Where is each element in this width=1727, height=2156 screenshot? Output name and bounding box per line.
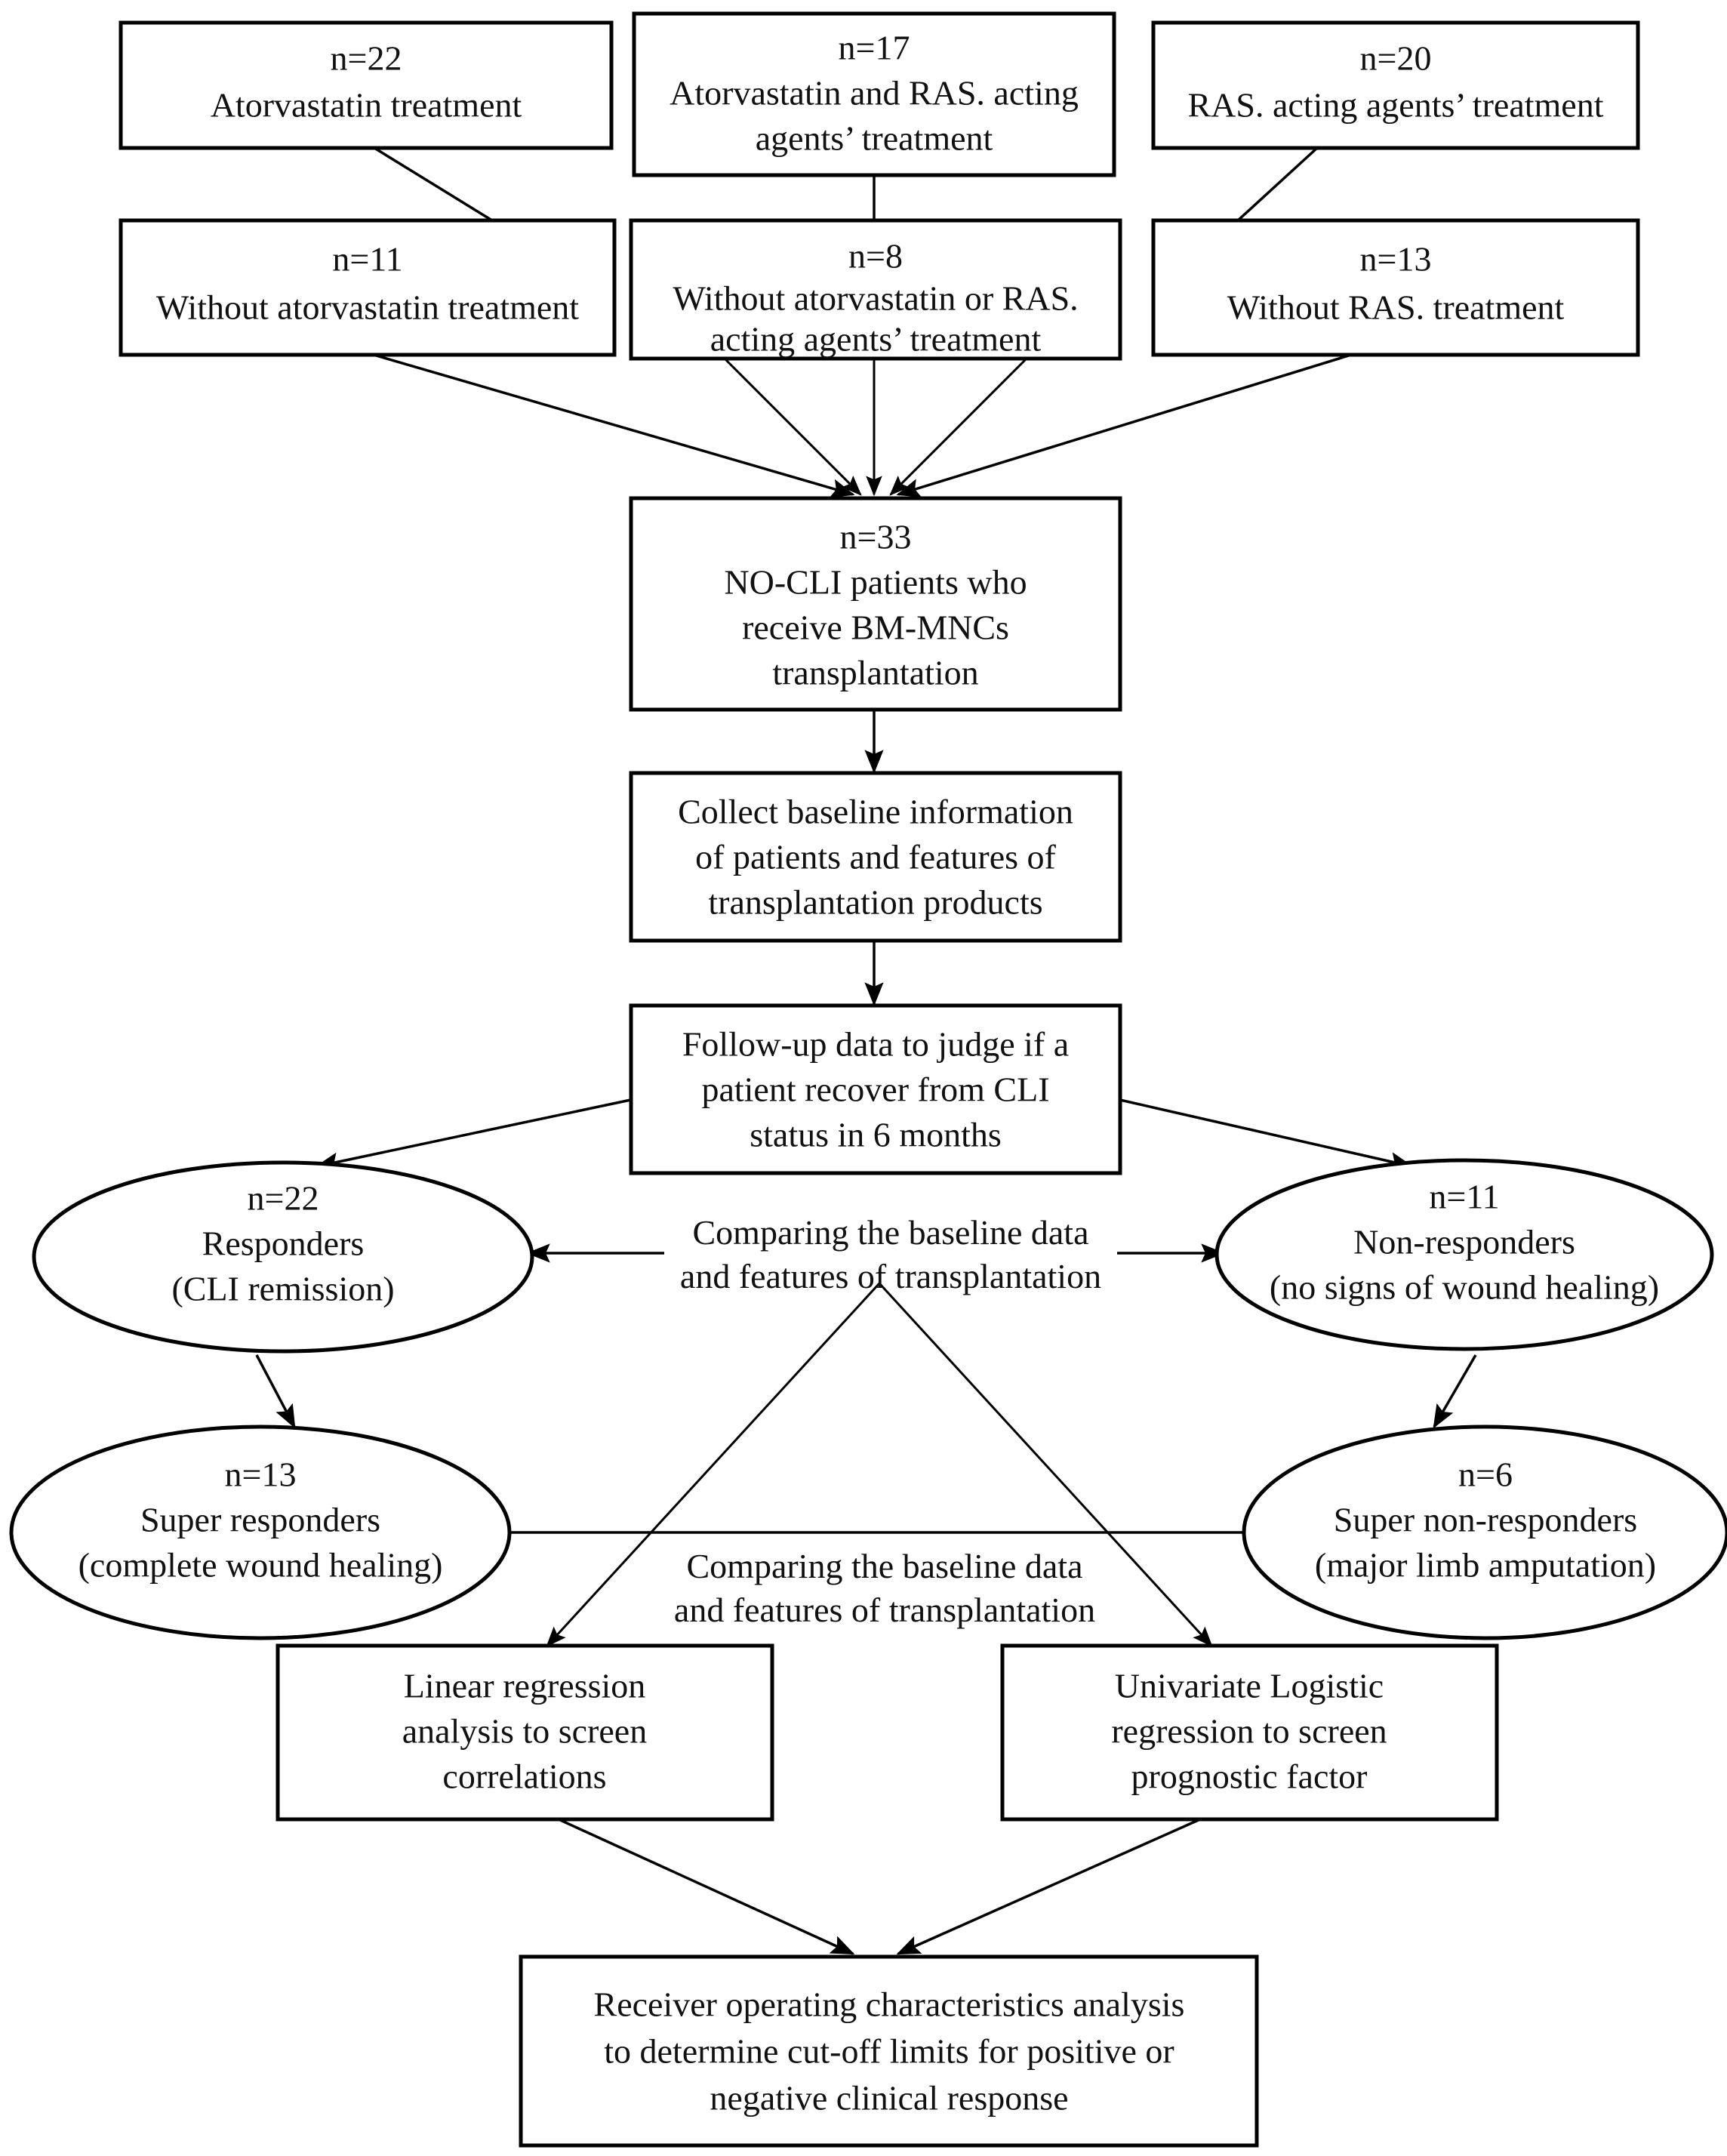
node-line: (major limb amputation)	[1315, 1546, 1656, 1585]
node-line: n=33	[840, 518, 912, 556]
node-shape	[632, 11, 1116, 177]
node-line: n=6	[1458, 1455, 1513, 1494]
node-line: Super responders	[140, 1501, 380, 1539]
node-line: Collect baseline information	[678, 793, 1073, 831]
node-line: to determine cut-off limits for positive…	[604, 2032, 1174, 2071]
node-line: Linear regression	[404, 1667, 646, 1705]
node-line: n=13	[1360, 240, 1432, 279]
node-line: n=11	[1429, 1178, 1499, 1216]
node-ras-treatment[interactable]: n=20 RAS. acting agents’ treatment	[1151, 20, 1640, 150]
node-line: transplantation products	[708, 883, 1042, 922]
node-shape	[629, 771, 1122, 943]
edge-nonresponders-to-super-nonresponders	[1433, 1354, 1477, 1429]
edge-without-both-left-to-nocli	[723, 357, 862, 496]
edge-responders-to-super-responders	[255, 1354, 296, 1429]
node-line: status in 6 months	[750, 1116, 1002, 1154]
node-line: Follow-up data to judge if a	[682, 1025, 1069, 1064]
node-line: (CLI remission)	[171, 1270, 394, 1308]
edge-without-atorvastatin-to-nocli	[373, 353, 855, 498]
edge-logistic-regression-to-roc	[896, 1818, 1201, 1955]
node-line: n=13	[225, 1455, 297, 1494]
edge-followup-to-responders	[315, 1097, 639, 1172]
edge-hub-to-logistic-regression	[878, 1282, 1213, 1647]
node-shape	[629, 1003, 1122, 1175]
node-non-responders[interactable]: n=11 Non-responders (no signs of wound h…	[1214, 1158, 1714, 1351]
node-line: Atorvastatin treatment	[211, 86, 522, 125]
node-shape	[9, 1424, 512, 1640]
label-backdrop	[664, 1209, 1117, 1256]
node-line: Univariate Logistic	[1115, 1667, 1384, 1705]
edge-label-comparing-bottom: Comparing the baseline data and features…	[674, 1547, 1095, 1629]
node-line: agents’ treatment	[756, 119, 993, 158]
node-line: Receiver operating characteristics analy…	[594, 1985, 1185, 2024]
node-shape	[119, 20, 614, 150]
node-line: n=22	[248, 1179, 319, 1218]
node-line: receive BM-MNCs	[742, 608, 1009, 647]
edge-linear-regression-to-roc	[558, 1818, 855, 1955]
node-line: n=22	[331, 39, 402, 78]
edge-ras-to-without-ras	[1236, 146, 1319, 222]
node-line: Without atorvastatin or RAS.	[673, 279, 1078, 318]
node-no-cli-patients[interactable]: n=33 NO-CLI patients who receive BM-MNCs…	[629, 496, 1122, 712]
edge-label-comparing-top: Comparing the baseline data and features…	[664, 1209, 1117, 1295]
node-line: acting agents’ treatment	[710, 320, 1042, 359]
node-line: Without RAS. treatment	[1227, 288, 1565, 327]
node-shape	[519, 1954, 1259, 2148]
edge-without-both-right-to-nocli	[889, 357, 1028, 496]
node-logistic-regression[interactable]: Univariate Logistic regression to screen…	[1000, 1643, 1499, 1822]
node-line: RAS. acting agents’ treatment	[1188, 86, 1604, 125]
node-line: Non-responders	[1353, 1223, 1575, 1261]
node-without-atorvastatin[interactable]: n=11 Without atorvastatin treatment	[119, 218, 617, 357]
node-shape	[119, 218, 617, 357]
edge-hub-to-linear-regression	[546, 1282, 881, 1647]
node-line: n=17	[839, 29, 910, 67]
node-line: NO-CLI patients who	[724, 563, 1027, 602]
node-shape	[276, 1643, 774, 1822]
edge-atorvastatin-to-without-atorvastatin	[374, 146, 493, 222]
node-line: Responders	[202, 1224, 365, 1263]
edge-without-ras-to-nocli	[896, 353, 1352, 497]
edge-label-line: and features of transplantation	[674, 1591, 1095, 1629]
node-line: Super non-responders	[1334, 1501, 1637, 1539]
edge-label-line: and features of transplantation	[680, 1257, 1101, 1295]
node-line: correlations	[442, 1757, 606, 1796]
node-line: n=11	[332, 240, 402, 279]
node-line: transplantation	[772, 654, 978, 692]
node-shape	[1151, 218, 1640, 357]
node-without-ras[interactable]: n=13 Without RAS. treatment	[1151, 218, 1640, 357]
node-roc-analysis[interactable]: Receiver operating characteristics analy…	[519, 1954, 1259, 2148]
node-shape	[32, 1160, 534, 1354]
node-line: patient recover from CLI	[701, 1070, 1049, 1109]
node-line: (no signs of wound healing)	[1270, 1268, 1659, 1307]
node-line: negative clinical response	[710, 2079, 1068, 2118]
edge-label-line: Comparing the baseline data	[686, 1547, 1082, 1585]
node-without-atorvastatin-or-ras[interactable]: n=8 Without atorvastatin or RAS. acting …	[629, 218, 1122, 361]
edge-label-line: Comparing the baseline data	[692, 1213, 1088, 1252]
node-follow-up[interactable]: Follow-up data to judge if a patient rec…	[629, 1003, 1122, 1175]
node-line: analysis to screen	[402, 1712, 647, 1751]
node-shape	[629, 496, 1122, 712]
node-shape	[1242, 1424, 1727, 1640]
node-line: regression to screen	[1111, 1712, 1387, 1751]
node-collect-baseline[interactable]: Collect baseline information of patients…	[629, 771, 1122, 943]
node-line: Atorvastatin and RAS. acting	[670, 74, 1079, 112]
node-super-non-responders[interactable]: n=6 Super non-responders (major limb amp…	[1242, 1424, 1727, 1640]
node-line: prognostic factor	[1131, 1757, 1368, 1796]
node-shape	[1214, 1158, 1714, 1351]
edge-followup-to-nonresponders	[1113, 1097, 1414, 1171]
node-super-responders[interactable]: n=13 Super responders (complete wound he…	[9, 1424, 512, 1640]
node-line: n=20	[1360, 39, 1432, 78]
node-shape	[629, 218, 1122, 361]
node-line: of patients and features of	[695, 838, 1056, 876]
node-shape	[1151, 20, 1640, 150]
node-atorvastatin-and-ras[interactable]: n=17 Atorvastatin and RAS. acting agents…	[632, 11, 1116, 177]
node-responders[interactable]: n=22 Responders (CLI remission)	[32, 1160, 534, 1354]
node-linear-regression[interactable]: Linear regression analysis to screen cor…	[276, 1643, 774, 1822]
node-atorvastatin-treatment[interactable]: n=22 Atorvastatin treatment	[119, 20, 614, 150]
node-line: (complete wound healing)	[78, 1546, 443, 1585]
node-shape	[1000, 1643, 1499, 1822]
node-line: n=8	[848, 237, 903, 276]
node-line: Without atorvastatin treatment	[156, 288, 579, 327]
